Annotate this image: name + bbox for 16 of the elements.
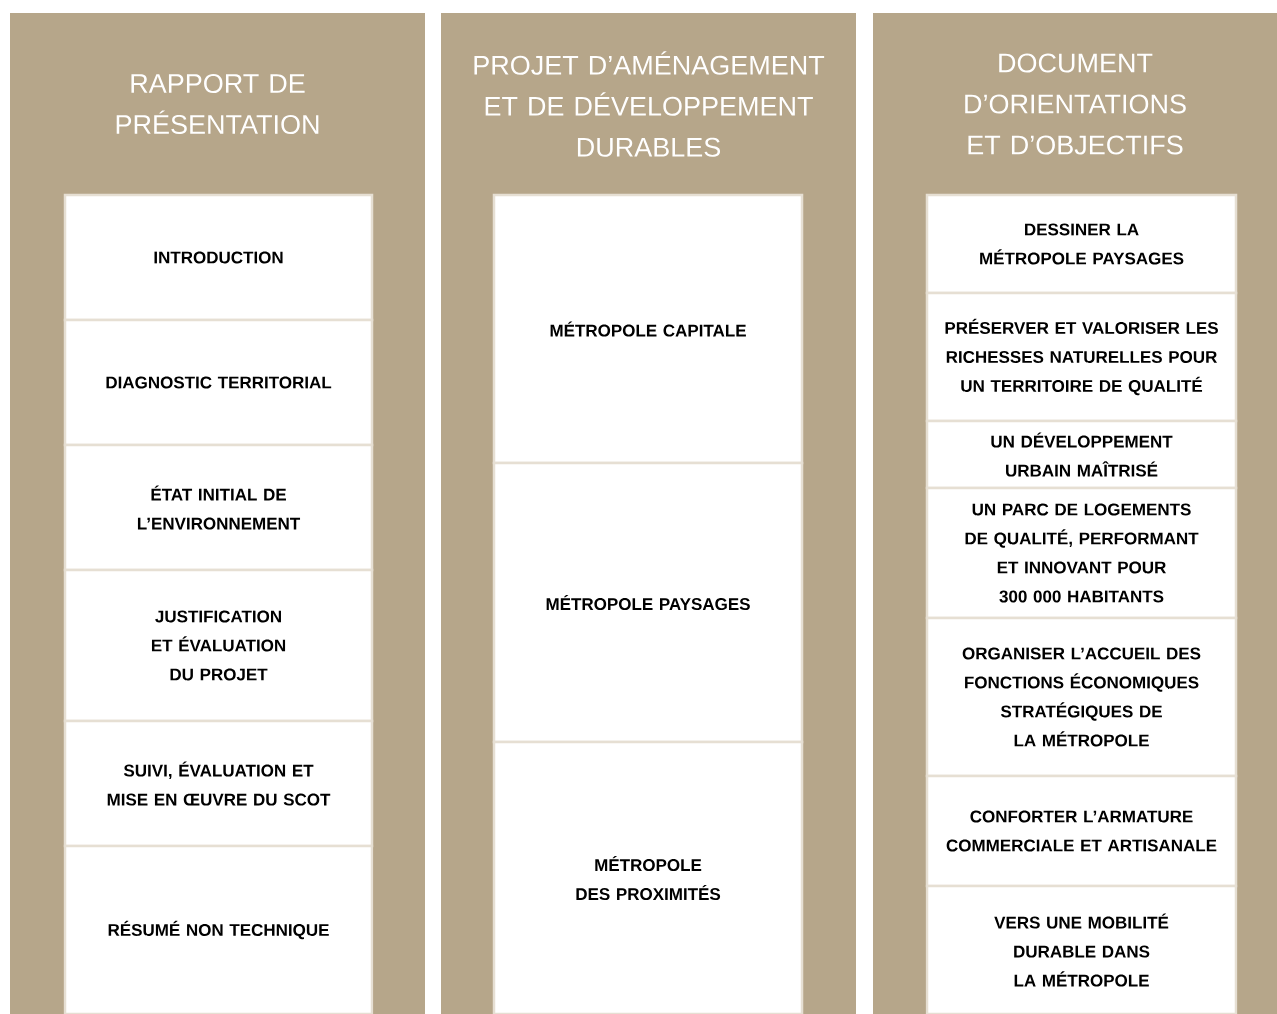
section-box: DESSINER LA MÉTROPOLE PAYSAGES — [925, 193, 1238, 295]
section-box: DIAGNOSTIC TERRITORIAL — [63, 318, 374, 447]
section-box: SUIVI, ÉVALUATION ET MISE EN ŒUVRE DU SCOT — [63, 719, 374, 848]
section-box: MÉTROPOLE PAYSAGES — [492, 461, 804, 744]
section-box: INTRODUCTION — [63, 193, 374, 322]
section-box: UN PARC DE LOGEMENTS DE QUALITÉ, PERFORMANT ET INNOVANT POUR 300 000 HABITANTS — [925, 486, 1238, 620]
section-box: CONFORTER L’ARMATURE COMMERCIALE ET ARTISANALE — [925, 774, 1238, 888]
section-box: ORGANISER L’ACCUEIL DES FONCTIONS ÉCONOMIQUES STRATÉGIQUES DE LA MÉTROPOLE — [925, 616, 1238, 778]
section-box: MÉTROPOLE DES PROXIMITÉS — [492, 740, 804, 1014]
section-box: VERS UNE MOBILITÉ DURABLE DANS LA MÉTROPOLE — [925, 884, 1238, 1014]
section-box: MÉTROPOLE CAPITALE — [492, 193, 804, 465]
section-box: PRÉSERVER ET VALORISER LES RICHESSES NATURELLES POUR UN TERRITOIRE DE QUALITÉ — [925, 291, 1238, 423]
section-box: UN DÉVELOPPEMENT URBAIN MAÎTRISÉ — [925, 419, 1238, 490]
section-box: ÉTAT INITIAL DE L’ENVIRONNEMENT — [63, 443, 374, 572]
section-box: JUSTIFICATION ET ÉVALUATION DU PROJET — [63, 568, 374, 723]
section-box: RÉSUMÉ NON TECHNIQUE — [63, 844, 374, 1014]
